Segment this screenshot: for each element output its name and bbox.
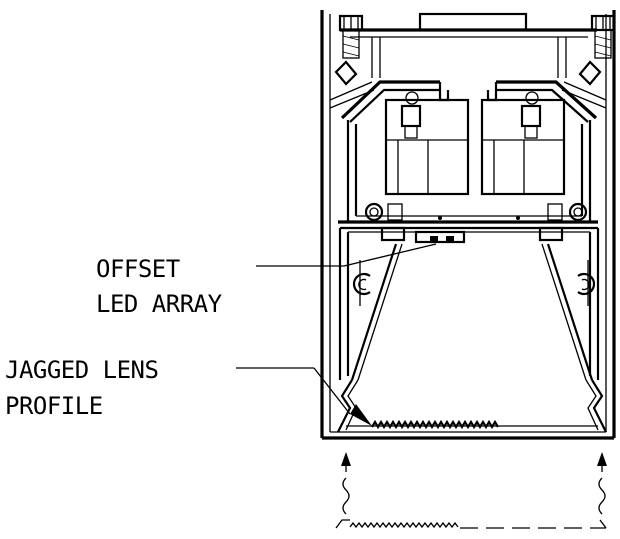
c-clip-right [577, 260, 596, 306]
jagged-lens-label-line2: PROFILE [5, 392, 103, 420]
driver-block-left [384, 91, 470, 196]
lens-hook-right [585, 379, 607, 433]
offset-led-label-line1: OFFSET [96, 255, 180, 283]
led-array [380, 226, 564, 244]
clip-left [329, 60, 375, 109]
detached-lens [335, 519, 607, 529]
screw-top-right [590, 14, 616, 59]
screw-top-left [338, 14, 364, 59]
partition-details [364, 202, 588, 222]
offset-led-label-line2: LED ARRAY [96, 290, 223, 318]
lens-hook-left [337, 379, 359, 433]
upper-chamber [338, 80, 598, 224]
leader-lines [236, 243, 437, 426]
reflector-lines [350, 243, 594, 381]
housing-outer-walls [320, 10, 616, 440]
c-clip-left [352, 260, 371, 306]
install-arrow-right [597, 452, 607, 515]
clip-right [561, 60, 607, 109]
jagged-lens-label-line1: JAGGED LENS [5, 356, 158, 384]
jagged-lens [346, 419, 598, 430]
labels: OFFSET LED ARRAY JAGGED LENS PROFILE [5, 255, 223, 420]
lower-chamber [338, 226, 600, 380]
driver-block-right [480, 91, 566, 196]
top-channel [340, 12, 597, 78]
install-arrow-left [341, 452, 351, 515]
